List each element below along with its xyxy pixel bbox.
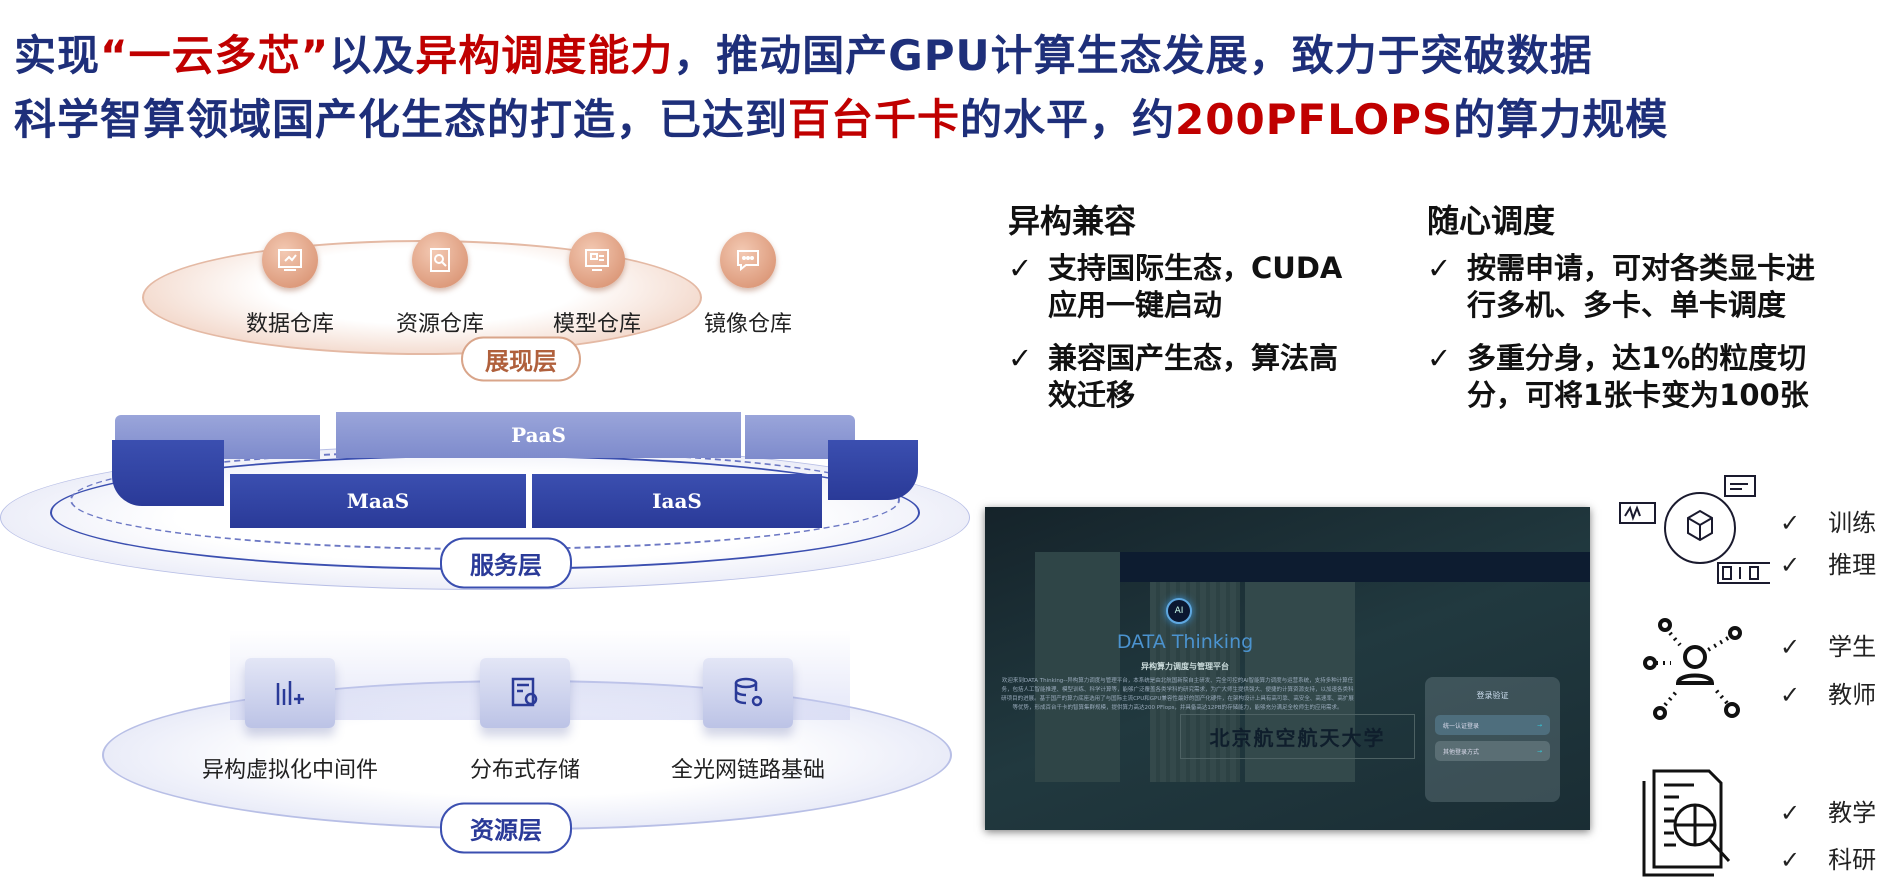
check-icon: ✓ — [1780, 551, 1801, 579]
iaas-label: IaaS — [652, 489, 702, 513]
resource-layer-label: 资源层 — [440, 802, 572, 854]
use-case-label: 推理 — [1828, 551, 1877, 579]
item-data-warehouse: 数据仓库 — [245, 312, 335, 337]
headline-line-1: 实现“一云多芯”以及异构调度能力，推动国产GPU计算生态发展，致力于突破数据 — [14, 22, 1593, 83]
service-segment-maas: MaaS — [230, 474, 526, 528]
use-case-label: 教学 — [1828, 799, 1877, 827]
platform-screenshot: 北京航空航天大学 AI DATA Thinking 异构算力调度与管理平台 欢迎… — [985, 507, 1590, 830]
headline-text: 的水平，约 — [960, 95, 1176, 144]
item-image-warehouse: 镜像仓库 — [703, 312, 793, 337]
bullet-line: 多重分身，达1%的粒度切 — [1467, 341, 1807, 375]
bg-panel — [1245, 582, 1355, 782]
option-label: 统一认证登录 — [1443, 722, 1480, 730]
bullet-line: 按需申请，可对各类显卡进 — [1467, 251, 1816, 285]
ai-logo-icon: AI — [1166, 598, 1192, 624]
item-virtualization-middleware: 异构虚拟化中间件 — [201, 758, 379, 783]
bullet-line: 分，可将1张卡变为100张 — [1467, 378, 1809, 412]
distributed-storage-icon — [480, 658, 570, 728]
headline-highlight: “一云多芯” — [100, 31, 330, 80]
service-segment-front-right — [828, 440, 918, 500]
login-panel: 登录验证 统一认证登录 → 其他登录方式 → — [1425, 677, 1560, 802]
headline-text: 实现 — [14, 31, 101, 80]
use-case-item: ✓ 教师 — [1780, 675, 1876, 710]
headline-highlight: 200PFLOPS — [1175, 95, 1454, 144]
headline-highlight: 百台千卡 — [788, 95, 961, 144]
unified-auth-login-button[interactable]: 统一认证登录 → — [1435, 715, 1550, 735]
arrow-icon: → — [1536, 721, 1542, 729]
use-case-item: ✓ 教学 — [1780, 793, 1876, 828]
use-case-label: 教师 — [1828, 681, 1877, 709]
presentation-layer-label: 展现层 — [461, 336, 581, 382]
app-name: DATA Thinking — [1116, 631, 1254, 653]
app-subtitle: 异构算力调度与管理平台 — [1141, 662, 1229, 671]
item-distributed-storage: 分布式存储 — [469, 758, 581, 783]
service-layer-label: 服务层 — [440, 537, 572, 589]
check-icon: ✓ — [1780, 799, 1801, 827]
presentation-layer: 数据仓库 资源仓库 模型仓库 镜像仓库 展现层 PaaS MaaS IaaS 服… — [0, 232, 970, 854]
user-network-icon — [1640, 615, 1750, 729]
headline-text: 以及 — [329, 31, 416, 80]
bullet-line: 兼容国产生态，算法高 — [1048, 341, 1339, 375]
paas-label: PaaS — [511, 423, 566, 447]
virtualization-middleware-icon — [245, 658, 335, 728]
service-segment-paas: PaaS — [336, 412, 741, 458]
check-icon: ✓ — [1008, 341, 1033, 375]
service-segment-iaas: IaaS — [532, 474, 822, 528]
research-doc-icon — [1640, 765, 1750, 881]
bullet-line: 应用一键启动 — [1048, 288, 1223, 322]
headline-line-2: 科学智算领域国产化生态的打造，已达到百台千卡的水平，约200PFLOPS的算力规… — [14, 86, 1668, 147]
headline-text: ，推动国产GPU计算生态发展，致力于突破数据 — [673, 31, 1593, 80]
feature-bullet: ✓ 多重分身，达1%的粒度切分，可将1张卡变为100张 — [1427, 340, 1809, 414]
bg-curtain — [1150, 582, 1240, 782]
check-icon: ✓ — [1780, 681, 1801, 709]
headline-text: 的算力规模 — [1453, 95, 1669, 144]
use-case-label: 科研 — [1828, 846, 1877, 874]
check-icon: ✓ — [1427, 341, 1452, 375]
arrow-icon: → — [1536, 747, 1542, 755]
headline-text: 科学智算领域国产化生态的打造，已达到 — [14, 95, 789, 144]
app-description: 欢迎来到DATA Thinking--异构算力调度与管理平台，本系统是由北航国新… — [1001, 678, 1354, 711]
bullet-line: 效迁移 — [1048, 378, 1136, 412]
bg-pillar — [1035, 552, 1120, 782]
check-icon: ✓ — [1780, 846, 1801, 874]
use-case-item: ✓ 训练 — [1780, 503, 1876, 538]
check-icon: ✓ — [1780, 509, 1801, 537]
headline-highlight: 异构调度能力 — [415, 31, 674, 80]
bullet-line: 支持国际生态，CUDA — [1048, 251, 1343, 285]
other-login-button[interactable]: 其他登录方式 → — [1435, 741, 1550, 761]
image-warehouse-icon — [720, 232, 776, 288]
maas-label: MaaS — [346, 489, 410, 513]
use-case-label: 训练 — [1828, 509, 1877, 537]
item-resource-warehouse: 资源仓库 — [395, 312, 485, 337]
item-model-warehouse: 模型仓库 — [552, 312, 642, 337]
university-sign: 北京航空航天大学 — [1180, 714, 1415, 759]
use-case-label: 学生 — [1828, 633, 1877, 661]
use-case-item: ✓ 科研 — [1780, 840, 1876, 875]
optical-network-icon — [703, 658, 793, 728]
feature-bullet: ✓ 按需申请，可对各类显卡进行多机、多卡、单卡调度 — [1427, 250, 1816, 324]
check-icon: ✓ — [1780, 633, 1801, 661]
data-warehouse-icon — [262, 232, 318, 288]
use-case-item: ✓ 学生 — [1780, 627, 1876, 662]
train-infer-icon — [1610, 468, 1774, 592]
item-optical-network: 全光网链路基础 — [670, 758, 826, 783]
use-case-item: ✓ 推理 — [1780, 545, 1876, 580]
login-title: 登录验证 — [1476, 691, 1509, 700]
option-label: 其他登录方式 — [1443, 748, 1480, 756]
check-icon: ✓ — [1427, 251, 1452, 285]
check-icon: ✓ — [1008, 251, 1033, 285]
feature-bullet: ✓ 兼容国产生态，算法高效迁移 — [1008, 340, 1339, 414]
resource-warehouse-icon — [412, 232, 468, 288]
feature-heading-compat: 异构兼容 — [1008, 202, 1137, 240]
bullet-line: 行多机、多卡、单卡调度 — [1467, 288, 1787, 322]
model-warehouse-icon — [569, 232, 625, 288]
service-segment-front-left — [112, 440, 224, 506]
feature-heading-scheduling: 随心调度 — [1427, 202, 1556, 240]
bg-beam — [1120, 552, 1590, 582]
